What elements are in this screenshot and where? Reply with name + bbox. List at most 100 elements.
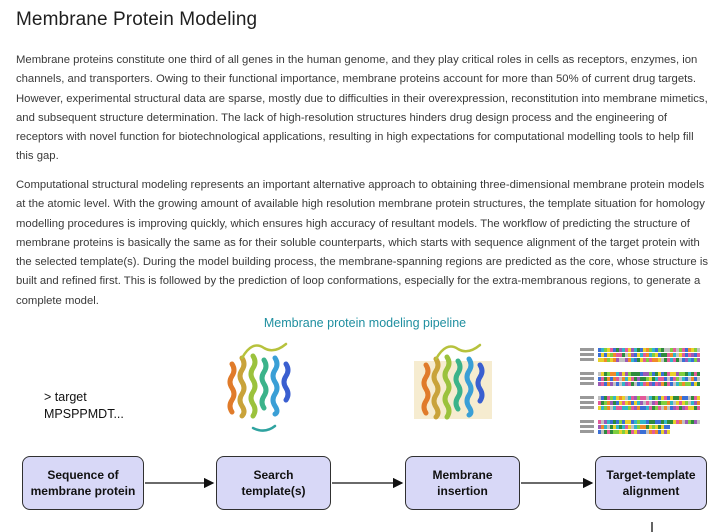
alignment-residue — [694, 348, 697, 352]
alignment-residue — [670, 358, 673, 362]
alignment-residue — [667, 353, 670, 357]
alignment-residue — [682, 348, 685, 352]
alignment-residue — [646, 358, 649, 362]
modeling-paragraph: Computational structural modeling repres… — [16, 179, 708, 307]
alignment-residue — [613, 358, 616, 362]
alignment-residue — [604, 348, 607, 352]
alignment-residue — [634, 353, 637, 357]
alignment-residue — [649, 348, 652, 352]
alignment-residue — [643, 382, 646, 386]
alignment-residue — [670, 353, 673, 357]
alignment-residue — [673, 377, 676, 381]
alignment-residue — [691, 353, 694, 357]
alignment-residue — [634, 406, 637, 410]
alignment-residue — [631, 358, 634, 362]
alignment-residue — [628, 396, 631, 400]
alignment-residue — [616, 348, 619, 352]
alignment-residue — [667, 406, 670, 410]
alignment-residue — [649, 358, 652, 362]
alignment-residue — [625, 358, 628, 362]
alignment-residue — [640, 420, 643, 424]
alignment-residue — [688, 401, 691, 405]
alignment-residue — [697, 401, 700, 405]
alignment-residue — [604, 353, 607, 357]
alignment-residue — [691, 377, 694, 381]
alignment-residue — [679, 406, 682, 410]
alignment-residue — [676, 406, 679, 410]
alignment-residue — [640, 358, 643, 362]
alignment-residue — [634, 372, 637, 376]
alignment-residue — [658, 377, 661, 381]
alignment-residue — [607, 382, 610, 386]
alignment-residue — [697, 348, 700, 352]
alignment-residue — [628, 401, 631, 405]
alignment-residue — [670, 382, 673, 386]
alignment-residue — [673, 358, 676, 362]
alignment-residue — [610, 348, 613, 352]
alignment-residue — [655, 382, 658, 386]
alignment-residue — [643, 420, 646, 424]
alignment-residue — [685, 382, 688, 386]
alignment-residue — [691, 401, 694, 405]
alignment-residue — [610, 358, 613, 362]
alignment-residue — [598, 425, 601, 429]
alignment-residue — [688, 420, 691, 424]
alignment-residue — [625, 353, 628, 357]
alignment-residue — [628, 420, 631, 424]
alignment-residue — [676, 353, 679, 357]
alignment-residue — [649, 401, 652, 405]
alignment-residue — [676, 396, 679, 400]
alignment-residue — [661, 372, 664, 376]
alignment-residue — [616, 353, 619, 357]
alignment-residue — [691, 372, 694, 376]
alignment-residue — [685, 401, 688, 405]
alignment-residue — [652, 348, 655, 352]
alignment-residue — [622, 406, 625, 410]
alignment-residue — [661, 358, 664, 362]
alignment-residue — [682, 358, 685, 362]
alignment-residue — [607, 358, 610, 362]
alignment-residue — [628, 372, 631, 376]
alignment-residue — [604, 396, 607, 400]
alignment-residue — [673, 420, 676, 424]
protein-structure-image — [227, 342, 291, 432]
alignment-residue — [604, 377, 607, 381]
alignment-residue — [667, 425, 670, 429]
alignment-residue — [628, 425, 631, 429]
alignment-residue — [652, 406, 655, 410]
alignment-residue — [685, 420, 688, 424]
alignment-residue — [685, 348, 688, 352]
alignment-residue — [649, 353, 652, 357]
alignment-row-label — [580, 396, 594, 399]
alignment-residue — [631, 377, 634, 381]
alignment-residue — [694, 406, 697, 410]
alignment-residue — [688, 372, 691, 376]
alignment-residue — [619, 353, 622, 357]
alignment-residue — [619, 377, 622, 381]
alignment-residue — [691, 348, 694, 352]
alignment-residue — [697, 406, 700, 410]
alignment-residue — [646, 348, 649, 352]
alignment-residue — [658, 348, 661, 352]
alignment-residue — [634, 425, 637, 429]
alignment-residue — [625, 348, 628, 352]
alignment-residue — [652, 382, 655, 386]
alignment-residue — [652, 430, 655, 434]
alignment-residue — [619, 425, 622, 429]
alignment-residue — [640, 430, 643, 434]
alignment-residue — [664, 396, 667, 400]
membrane-embedded-protein-image — [414, 343, 492, 420]
alignment-residue — [655, 425, 658, 429]
alignment-residue — [625, 396, 628, 400]
alignment-residue — [613, 382, 616, 386]
alignment-residue — [622, 377, 625, 381]
alignment-residue — [661, 425, 664, 429]
alignment-residue — [601, 377, 604, 381]
alignment-residue — [661, 401, 664, 405]
alignment-residue — [634, 430, 637, 434]
alignment-residue — [646, 401, 649, 405]
alignment-residue — [667, 430, 670, 434]
alignment-residue — [646, 353, 649, 357]
alignment-residue — [646, 406, 649, 410]
alignment-residue — [646, 382, 649, 386]
